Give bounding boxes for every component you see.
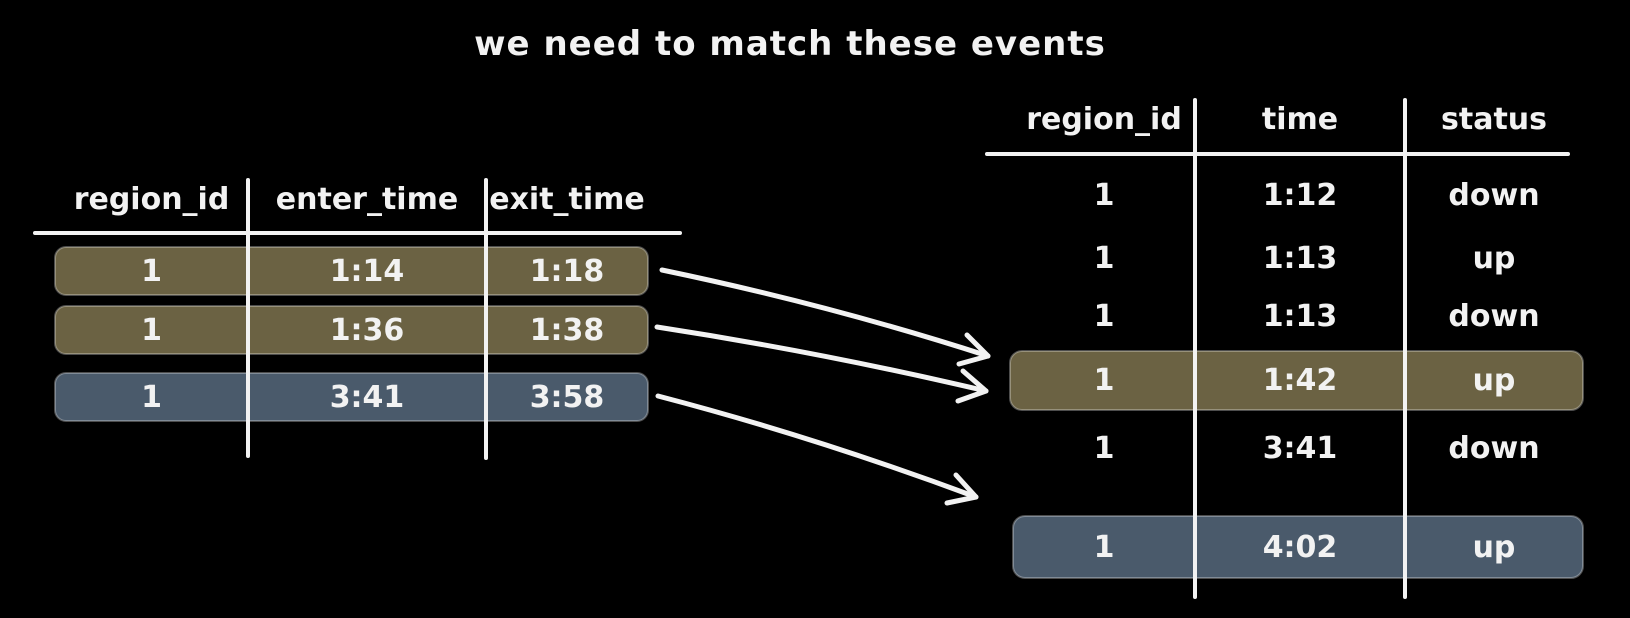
- left-cell-enter-time: 1:36: [329, 312, 405, 348]
- right-cell-time: 3:41: [1262, 430, 1338, 466]
- right-cell-region-id: 1: [1093, 298, 1115, 334]
- right-cell-status: up: [1472, 363, 1516, 398]
- left-row-pill-2: [54, 305, 649, 355]
- right-header-region-id: region_id: [1026, 101, 1182, 137]
- left-row-pill-1: [54, 246, 649, 296]
- right-row-pill-6: [1012, 515, 1584, 579]
- right-cell-status: down: [1448, 298, 1540, 334]
- match-arrow-2: [654, 324, 989, 404]
- left-cell-region-id: 1: [141, 253, 162, 289]
- left-cell-enter-time: 1:14: [329, 253, 405, 289]
- left-cell-exit-time: 1:38: [529, 312, 605, 348]
- left-header-exit-time: exit_time: [489, 181, 645, 217]
- right-cell-region-id: 1: [1093, 363, 1115, 398]
- right-header-status: status: [1441, 101, 1547, 137]
- left-cell-exit-time: 3:58: [529, 379, 605, 415]
- left-cell-enter-time: 3:41: [329, 379, 405, 415]
- match-arrow-3: [655, 393, 979, 506]
- right-cell-time: 1:12: [1262, 177, 1338, 213]
- right-cell-status: up: [1472, 529, 1516, 565]
- right-cell-status: down: [1448, 430, 1540, 466]
- match-arrow-1: [659, 267, 991, 367]
- right-cell-region-id: 1: [1093, 529, 1115, 565]
- right-cell-status: down: [1448, 177, 1540, 213]
- right-cell-time: 4:02: [1262, 529, 1338, 565]
- right-cell-time: 1:13: [1262, 298, 1338, 334]
- left-header-enter-time: enter_time: [275, 181, 459, 217]
- diagram-title: we need to match these events: [474, 24, 1106, 64]
- right-cell-region-id: 1: [1093, 240, 1115, 276]
- left-row-pill-3: [54, 372, 649, 422]
- right-row-pill-4: [1009, 350, 1584, 411]
- right-cell-region-id: 1: [1093, 177, 1115, 213]
- right-cell-region-id: 1: [1093, 430, 1115, 466]
- right-cell-time: 1:42: [1262, 363, 1338, 398]
- left-cell-exit-time: 1:18: [529, 253, 605, 289]
- right-cell-status: up: [1472, 240, 1516, 276]
- right-header-time: time: [1261, 101, 1339, 137]
- left-cell-region-id: 1: [141, 379, 162, 415]
- left-cell-region-id: 1: [141, 312, 162, 348]
- right-cell-time: 1:13: [1262, 240, 1338, 276]
- left-header-region-id: region_id: [73, 181, 230, 217]
